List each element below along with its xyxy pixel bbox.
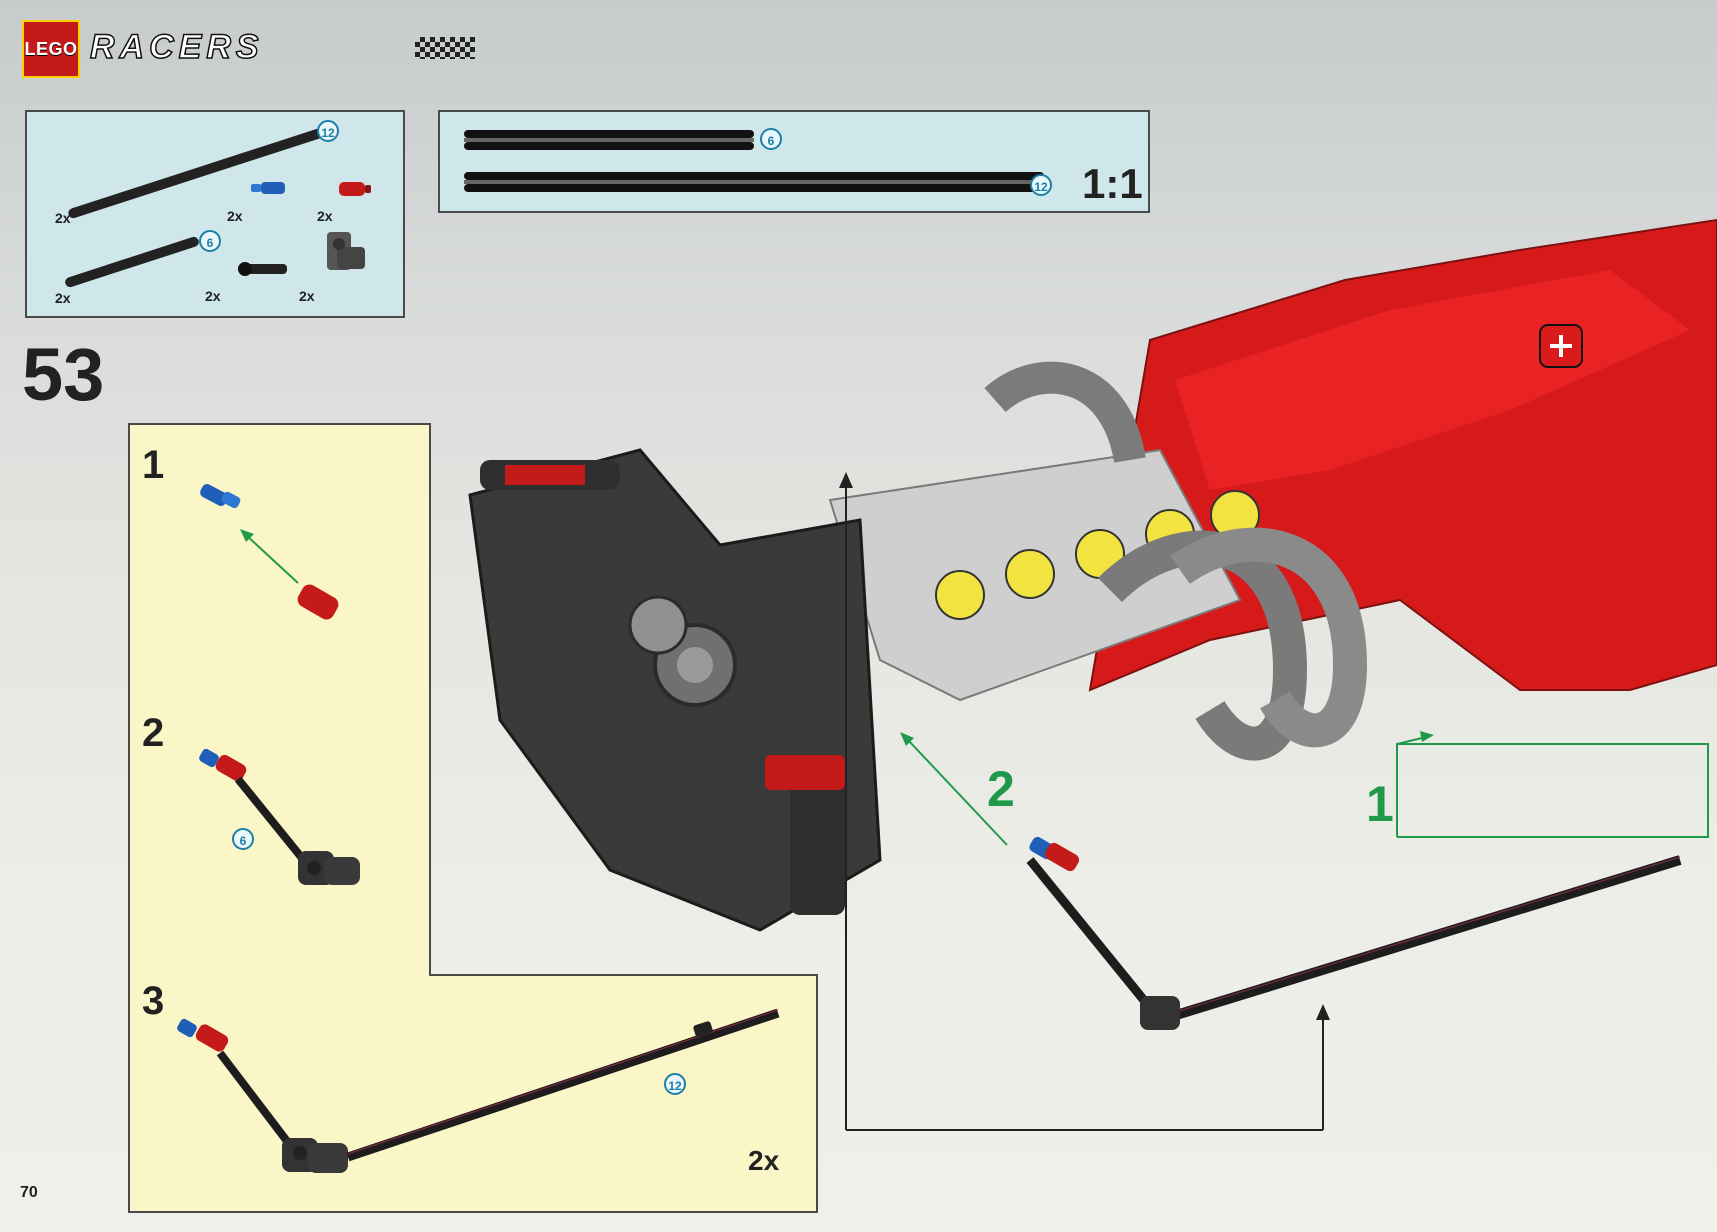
leader-line	[839, 472, 1330, 1131]
page-number: 70	[20, 1184, 38, 1201]
parts-qty: 2x	[227, 208, 243, 224]
assembly-icon	[177, 1008, 780, 1173]
sub-step-1-graphic	[177, 484, 780, 1173]
header: LEGO RACERS	[22, 20, 492, 78]
lego-logo: LEGO	[22, 20, 80, 78]
checkered-flag-icon	[415, 37, 475, 59]
chassis-icon	[1088, 218, 1717, 692]
scale-panel: 6 12 1:1	[438, 110, 1150, 213]
parts-qty: 2x	[55, 210, 71, 226]
parts-qty: 2x	[317, 208, 333, 224]
parts-list-graphics	[65, 127, 371, 288]
step-number: 53	[22, 333, 105, 416]
arrow-icon	[1396, 731, 1709, 838]
axle-icon	[68, 127, 326, 219]
callout-label-left: 2	[987, 761, 1015, 817]
engine-icon	[828, 448, 1260, 702]
sub-steps-panel-background	[128, 423, 818, 1213]
lego-logo-text: LEGO	[24, 38, 78, 59]
arrow-icon	[240, 529, 299, 584]
scale-rods	[464, 130, 1044, 192]
connector-pin-icon	[238, 262, 287, 276]
size-label: 12	[317, 120, 339, 142]
connector-pin-icon	[251, 182, 285, 194]
parts-qty: 2x	[205, 288, 221, 304]
size-label: 6	[760, 128, 782, 150]
racers-logo: RACERS	[89, 27, 480, 68]
axle-icon	[65, 236, 199, 288]
size-label: 12	[664, 1073, 686, 1095]
size-label: 12	[1030, 174, 1052, 196]
connector-pin-icon	[339, 182, 371, 196]
scale-text: 1:1	[1082, 160, 1143, 207]
assembly-icon	[199, 748, 360, 885]
sub-step-number: 1	[142, 443, 165, 487]
parts-qty: 2x	[299, 288, 315, 304]
size-label: 6	[232, 828, 254, 850]
parts-list-panel: 2x 12 2x 2x 2x 6 2x 2x	[25, 110, 405, 318]
sub-step-number: 2	[142, 711, 165, 755]
callout-label-right: 1	[1366, 776, 1394, 832]
size-label: 6	[199, 230, 221, 252]
sub-step-number: 3	[142, 979, 165, 1023]
sub-steps-panel: 1 2 3	[128, 423, 818, 1213]
parts-qty: 2x	[55, 290, 71, 306]
axle-icon	[464, 172, 1044, 192]
exhaust-pipes-icon	[984, 361, 1368, 761]
connector-pin-icon	[200, 484, 241, 509]
multiplier: 2x	[748, 1145, 780, 1176]
angled-connector-icon	[327, 232, 365, 270]
axle-icon	[464, 130, 754, 150]
racers-title: RACERS	[89, 27, 264, 67]
axle-icon	[1026, 836, 1682, 1030]
connector-pin-icon	[297, 584, 339, 620]
